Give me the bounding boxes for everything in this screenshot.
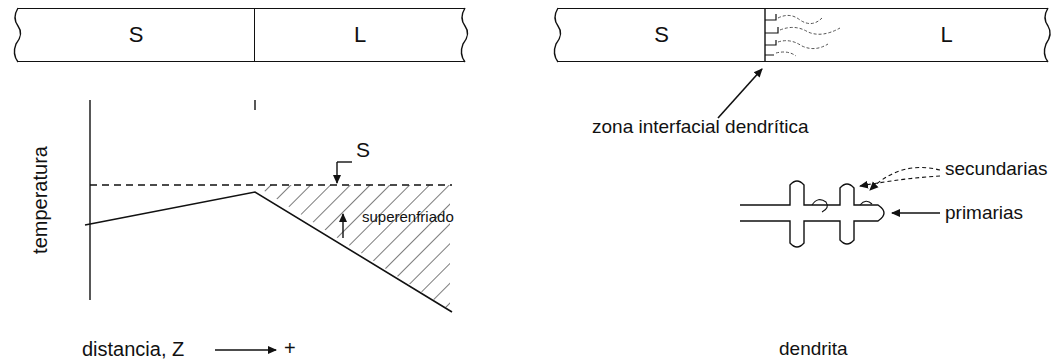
phase-label: L — [354, 22, 366, 48]
symbol-label: S — [356, 138, 370, 162]
callout-label: zona interfacial dendrítica — [592, 116, 809, 138]
region-label: superenfriado — [362, 208, 454, 225]
bar-region: L — [765, 8, 1048, 62]
phase-label: S — [654, 22, 669, 48]
bar-region: S — [18, 8, 255, 62]
axis-label: temperatura — [29, 146, 52, 254]
callout-label: secundarias — [945, 158, 1047, 180]
bar-region: S — [558, 8, 765, 62]
axis-sign: + — [284, 337, 296, 360]
phase-label: S — [129, 22, 144, 48]
callout-label: primarias — [945, 202, 1023, 224]
axis-label: distancia, Z — [82, 338, 184, 361]
caption-label: dendrita — [779, 338, 848, 360]
bar-region: L — [255, 8, 465, 62]
phase-label: L — [940, 22, 952, 48]
